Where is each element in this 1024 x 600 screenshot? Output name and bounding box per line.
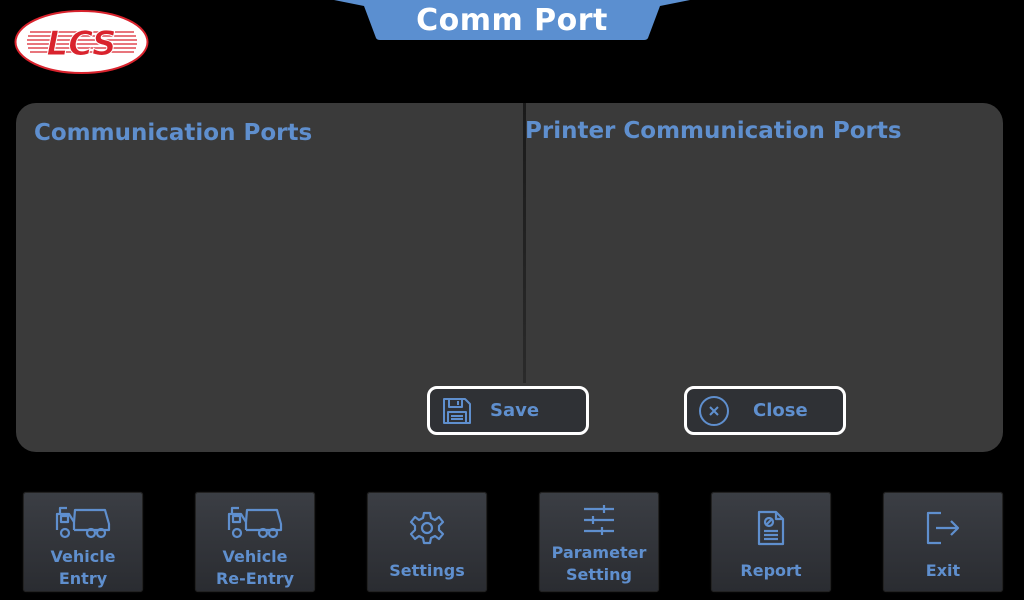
close-button[interactable]: Close [684, 386, 846, 435]
nav-label: Settings [389, 561, 465, 580]
title-tab [334, 0, 690, 40]
truck-icon [227, 502, 283, 542]
save-label: Save [490, 400, 540, 421]
save-button[interactable]: Save [427, 386, 589, 435]
report-button[interactable]: Report [711, 492, 831, 592]
close-circle-icon [697, 394, 731, 428]
gear-icon [409, 508, 445, 548]
lcs-logo: LCS [14, 10, 149, 74]
page-title: Comm Port [416, 2, 608, 38]
printer-communication-ports-heading: Printer Communication Ports [525, 118, 902, 144]
ports-panel: Communication Ports Printer Communicatio… [16, 103, 1003, 452]
panel-divider [523, 103, 526, 383]
nav-label: Report [740, 561, 802, 580]
exit-icon [925, 508, 961, 548]
report-icon [756, 508, 786, 548]
logo-text: LCS [47, 24, 117, 64]
exit-button[interactable]: Exit [883, 492, 1003, 592]
nav-label: Exit [925, 561, 961, 580]
communication-ports-heading: Communication Ports [34, 120, 313, 146]
settings-button[interactable]: Settings [367, 492, 487, 592]
floppy-disk-icon [440, 394, 474, 428]
close-label: Close [753, 400, 808, 421]
truck-icon [55, 502, 111, 542]
sliders-icon [582, 502, 616, 538]
